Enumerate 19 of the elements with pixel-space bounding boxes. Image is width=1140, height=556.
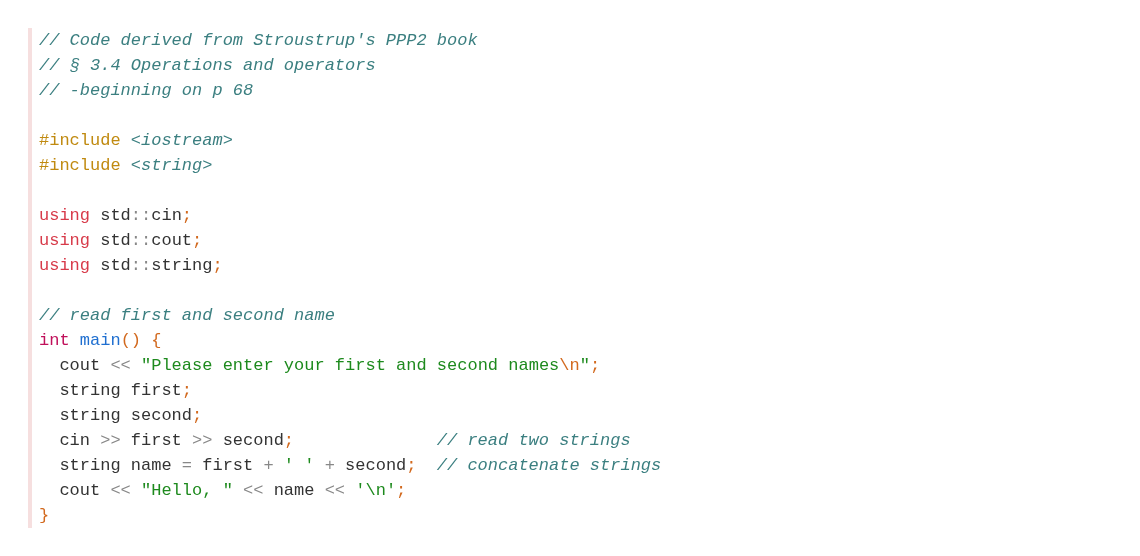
code-comment: // read two strings	[436, 430, 631, 452]
code-line: cout << "Please enter your first and second names\n";	[59, 355, 601, 377]
code-comment: // § 3.4 Operations and operators	[39, 55, 376, 77]
code-comment: // read first and second name	[39, 305, 335, 327]
code-line: string first;	[59, 380, 193, 402]
code-comment: // Code derived from Stroustrup's PPP2 book	[39, 30, 478, 52]
code-comment: // -beginning on p 68	[39, 80, 254, 102]
code-line: using std::string;	[39, 255, 223, 277]
code-line: #include <iostream>	[39, 130, 233, 152]
code-line: }	[39, 505, 50, 527]
code-line: string second;	[59, 405, 203, 427]
code-line: cout << "Hello, " << name << '\n';	[59, 480, 407, 502]
code-line: using std::cout;	[39, 230, 203, 252]
code-line: #include <string>	[39, 155, 213, 177]
code-line: using std::cin;	[39, 205, 193, 227]
code-line: string name = first + ' ' + second;	[59, 455, 417, 477]
code-line: int main() {	[39, 330, 162, 352]
code-line: cin >> first >> second;	[59, 430, 295, 452]
code-comment: // concatenate strings	[436, 455, 662, 477]
